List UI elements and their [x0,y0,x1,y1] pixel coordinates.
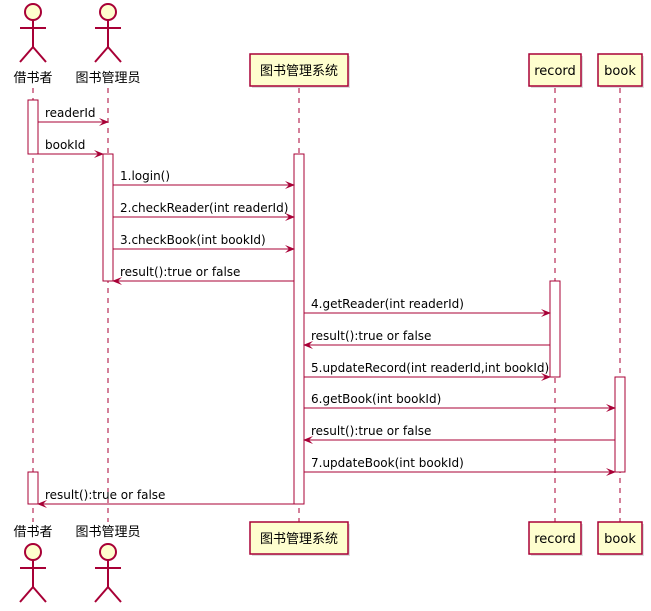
activation-bar [27,99,39,155]
actor-leg-icon [32,46,47,63]
message-8: result():true or false [303,329,550,349]
actor-name: 借书者 [13,71,52,86]
message-label: 1.login() [120,169,170,183]
message-label: 7.updateBook(int bookId) [311,456,464,470]
participant-book: book [597,521,644,556]
participant-name: book [604,532,636,547]
actor-leg-icon [107,46,122,63]
message-4: 2.checkReader(int readerId) [113,201,295,221]
message-6: result():true or false [112,265,294,285]
participant-system: 图书管理系统 [249,53,350,88]
participant-box [597,521,643,555]
activation-bar [614,376,626,473]
message-label: result():true or false [45,488,165,502]
participant-box [528,53,582,87]
message-12: 7.updateBook(int bookId) [304,456,616,476]
message-2: bookId [38,138,104,158]
participant-box [249,53,349,87]
participant-name: 图书管理系统 [260,532,338,547]
message-label: bookId [45,138,85,152]
participant-record: record [528,521,583,556]
actor-name: 图书管理员 [75,71,140,86]
message-3: 1.login() [113,169,295,189]
participant-name: record [534,64,576,79]
actor-head-icon [99,3,117,21]
participant-book: book [597,53,644,88]
actor-leg-icon [107,586,122,603]
participant-name: 图书管理系统 [260,64,338,79]
actor-head-icon [24,543,42,561]
message-label: readerId [45,106,96,120]
participant-record: record [528,53,583,88]
message-label: 6.getBook(int bookId) [311,392,441,406]
actor-name: 图书管理员 [75,525,140,540]
message-label: result():true or false [311,329,431,343]
message-label: 2.checkReader(int readerId) [120,201,288,215]
message-label: result():true or false [311,424,431,438]
actor-librarian-bottom: 图书管理员 [75,525,141,603]
participant-box [528,521,582,555]
participant-box [249,521,349,555]
message-label: result():true or false [120,265,240,279]
participant-name: book [604,64,636,79]
actor-leg-icon [19,46,34,63]
actor-leg-icon [94,586,109,603]
message-5: 3.checkBook(int bookId) [113,233,295,253]
actor-leg-icon [19,586,34,603]
message-label: 3.checkBook(int bookId) [120,233,266,247]
message-7: 4.getReader(int readerId) [304,297,551,317]
message-11: result():true or false [303,424,615,444]
activation-bar [549,280,561,378]
message-label: 5.updateRecord(int readerId,int bookId) [311,361,549,375]
actor-head-icon [99,543,117,561]
actor-leg-icon [94,46,109,63]
actor-librarian-top: 图书管理员 [75,3,141,86]
actor-name: 借书者 [13,525,52,540]
participant-system: 图书管理系统 [249,521,350,556]
message-10: 6.getBook(int bookId) [304,392,616,412]
message-1: readerId [38,106,109,126]
actor-borrower-top: 借书者 [13,3,53,86]
actor-head-icon [24,3,42,21]
activation-bar [27,471,39,505]
participant-box [597,53,643,87]
message-13: result():true or false [37,488,294,508]
actor-borrower-bottom: 借书者 [13,525,53,603]
activation-bar [102,153,114,282]
actor-leg-icon [32,586,47,603]
participant-name: record [534,532,576,547]
message-9: 5.updateRecord(int readerId,int bookId) [304,361,551,381]
activation-bar [293,153,305,505]
message-label: 4.getReader(int readerId) [311,297,464,311]
